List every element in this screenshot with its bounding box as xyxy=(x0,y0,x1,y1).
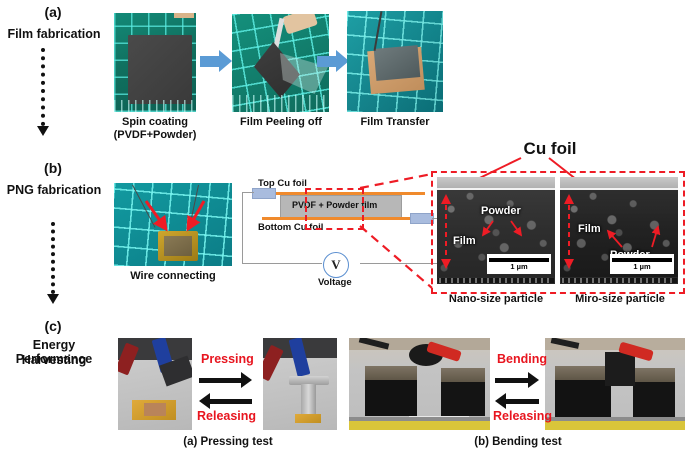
voltmeter-label: Voltage xyxy=(318,277,352,288)
sem-micro-scale-text: 1 µm xyxy=(633,261,651,271)
schematic-film-layer xyxy=(280,195,402,219)
schematic-bottom-cu-foil xyxy=(262,217,425,220)
photo-bending-after xyxy=(545,338,685,430)
schematic-zoom-source-box xyxy=(305,188,364,230)
label-pressing: Pressing xyxy=(201,352,254,366)
process-arrow-1 xyxy=(200,50,232,72)
photo-film-peeling xyxy=(232,14,329,112)
schematic-left-clip xyxy=(252,188,276,199)
schematic-bottom-cu-foil-label: Bottom Cu foil xyxy=(258,222,324,233)
schematic-top-cu-foil-label: Top Cu foil xyxy=(258,178,307,189)
photo-wire-connecting xyxy=(114,183,232,266)
photo-film-transfer xyxy=(347,11,443,112)
wire-connecting-annotation-arrows xyxy=(144,200,206,232)
arrow-pressing-reverse xyxy=(199,393,252,409)
panel-a-letter: (a) xyxy=(44,4,62,20)
label-releasing-pressing: Releasing xyxy=(197,409,257,423)
flow-arrow-a-to-b xyxy=(37,48,49,136)
schematic-wire-left-top xyxy=(242,192,254,194)
sem-nano-film-label: Film xyxy=(453,235,476,247)
schematic-wire-bottom-right xyxy=(360,263,446,265)
png-schematic: Top Cu foil PVDF + Powder film Bottom Cu… xyxy=(242,178,446,290)
arrow-bending-forward xyxy=(495,372,539,388)
sem-nano-scale-bar: 1 µm xyxy=(487,254,551,274)
label-bending: Bending xyxy=(497,352,547,366)
sem-image-nano: Film Powder 1 µm xyxy=(437,177,555,284)
caption-film-peeling: Film Peeling off xyxy=(240,116,322,128)
arrow-pressing-forward xyxy=(199,372,252,388)
panel-c-letter: (c) xyxy=(44,318,62,334)
row-label-energy-harvesting-line1: Energy Harvesting xyxy=(21,338,87,367)
caption-wire-connecting: Wire connecting xyxy=(130,270,216,282)
zoom-connector-lines xyxy=(359,172,433,289)
photo-spin-coating xyxy=(114,13,196,112)
caption-spin-coating-line2: (PVDF+Powder) xyxy=(113,129,197,141)
sem-micro-film-label: Film xyxy=(578,223,601,235)
caption-bending-test: (b) Bending test xyxy=(474,436,562,448)
caption-micro-size-particle: Miro-size particle xyxy=(575,293,665,305)
voltmeter-symbol: V xyxy=(323,252,349,278)
schematic-wire-bottom-left xyxy=(242,263,322,265)
row-label-film-fabrication: Film fabrication xyxy=(7,27,101,41)
label-releasing-bending: Releasing xyxy=(493,409,553,423)
caption-nano-size-particle: Nano-size particle xyxy=(448,293,544,305)
sem-image-micro: Film Powder 1 µm xyxy=(560,177,678,284)
schematic-top-cu-foil xyxy=(262,192,425,195)
sem-micro-scale-bar: 1 µm xyxy=(610,254,674,274)
photo-bending-before xyxy=(349,338,490,430)
cu-foil-title: Cu foil xyxy=(523,139,577,158)
panel-b-letter: (b) xyxy=(44,160,62,176)
schematic-film-label: PVDF + Powder film xyxy=(292,200,378,210)
sem-nano-scale-text: 1 µm xyxy=(510,261,528,271)
process-arrow-2 xyxy=(317,50,349,72)
caption-spin-coating-line1: Spin coating xyxy=(122,116,188,128)
row-label-png-fabrication: PNG fabrication xyxy=(6,183,102,197)
schematic-wire-left-vertical xyxy=(242,192,244,264)
caption-pressing-test: (a) Pressing test xyxy=(183,436,273,448)
row-label-energy-harvesting-line2: Performance xyxy=(15,352,93,366)
sem-nano-powder-label: Powder xyxy=(481,205,521,217)
photo-pressing-before xyxy=(118,338,192,430)
caption-film-transfer: Film Transfer xyxy=(360,116,430,128)
arrow-bending-reverse xyxy=(495,393,539,409)
flow-arrow-b-to-c xyxy=(47,222,59,304)
sem-group-dashed-border xyxy=(431,171,685,294)
photo-pressing-after xyxy=(263,338,337,430)
